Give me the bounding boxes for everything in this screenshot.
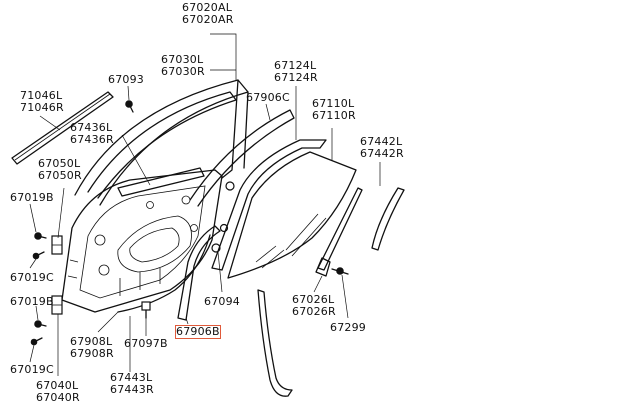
- bolt-67019b-bot: [34, 320, 47, 328]
- bolt-67093: [125, 100, 134, 113]
- channel-67906b: [177, 225, 221, 321]
- label-67906b: 67906B: [175, 325, 221, 339]
- clip-67097b: [141, 301, 151, 319]
- bolt-67019c-bot: [30, 337, 43, 346]
- door-inner-panel: [61, 169, 223, 313]
- label-67019b-top: 67019B: [10, 191, 54, 204]
- bolt-67019b-top: [34, 232, 47, 240]
- grommets-67094: [211, 181, 235, 253]
- rear-channel-67442: [317, 187, 405, 271]
- hinge-upper: [51, 235, 63, 255]
- label-67019c-bot: 67019C: [10, 363, 54, 376]
- weatherstrip-67030: [87, 91, 237, 199]
- label-67019b-bot: 67019B: [10, 295, 54, 308]
- label-67019c-top: 67019C: [10, 271, 54, 284]
- glass-run-67124: [211, 139, 327, 271]
- channel-67026: [315, 257, 331, 277]
- bolt-67019c-top: [32, 251, 45, 260]
- label-67094: 67094: [204, 295, 240, 308]
- lower-weatherstrip-67908: [117, 234, 211, 313]
- door-glass-67110: [227, 151, 357, 279]
- run-channel-67906c: [189, 109, 295, 207]
- hinge-lower: [51, 295, 63, 315]
- outer-weatherstrip-67443: [257, 289, 293, 397]
- door-sash-67020: [74, 79, 249, 206]
- molding-strip-71046: [11, 91, 114, 165]
- leader-lines: [29, 33, 381, 376]
- label-67906c: 67906C: [246, 91, 290, 104]
- bolt-67299: [331, 267, 349, 275]
- label-67097b: 67097B: [124, 337, 168, 350]
- label-67299: 67299: [330, 321, 366, 334]
- label-67093: 67093: [108, 73, 144, 86]
